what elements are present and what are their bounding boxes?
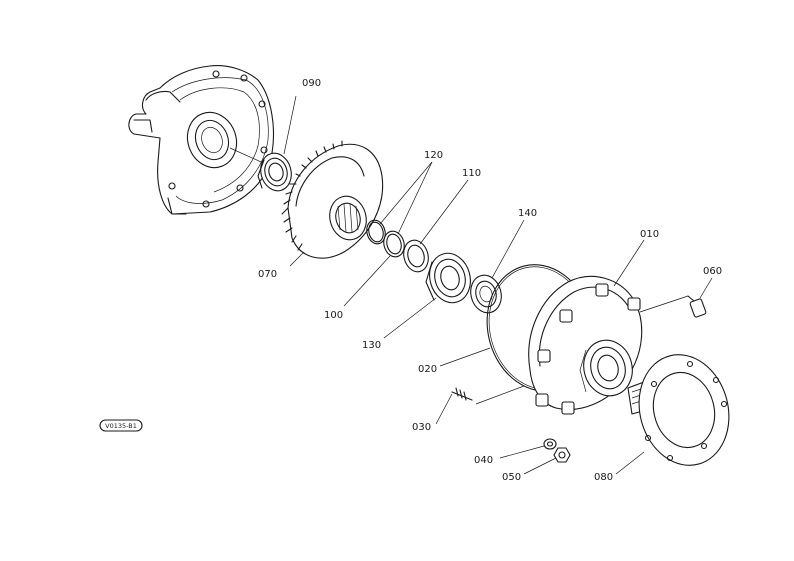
label-080: 080 — [594, 472, 613, 483]
bearing-130 — [425, 252, 471, 304]
label-110: 110 — [462, 168, 481, 179]
hub-case-010 — [528, 275, 643, 415]
label-100: 100 — [324, 310, 343, 321]
stud-030 — [451, 385, 525, 405]
knuckle-housing — [128, 65, 274, 215]
label-010: 010 — [640, 229, 659, 240]
axle-flange-080 — [627, 354, 730, 466]
collar-110 — [403, 239, 429, 273]
label-020: 020 — [418, 364, 437, 375]
bolt-060 — [639, 295, 707, 318]
washer-040 — [543, 438, 557, 450]
part-labels: 090 120 110 140 010 060 070 100 130 020 … — [258, 78, 722, 483]
ring-gear-070 — [281, 140, 384, 259]
bearing-090 — [257, 152, 292, 192]
drawing-code: V0135-B1 — [105, 422, 137, 430]
seal-140 — [470, 274, 502, 314]
label-030: 030 — [412, 422, 431, 433]
snap-rings-120-100 — [366, 219, 405, 258]
nut-050 — [553, 447, 571, 463]
label-120: 120 — [424, 150, 443, 161]
label-040: 040 — [474, 455, 493, 466]
label-070: 070 — [258, 269, 277, 280]
label-060: 060 — [703, 266, 722, 277]
label-140: 140 — [518, 208, 537, 219]
label-130: 130 — [362, 340, 381, 351]
leader-lines — [283, 95, 713, 475]
drawing-code-stamp: V0135-B1 — [99, 419, 143, 432]
label-090: 090 — [302, 78, 321, 89]
label-050: 050 — [502, 472, 521, 483]
